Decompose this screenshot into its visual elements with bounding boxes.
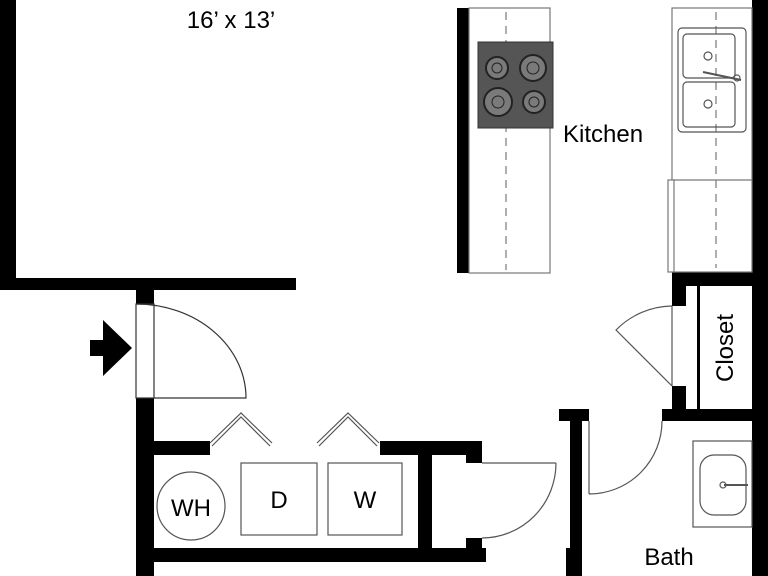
wall-closet-left xyxy=(672,272,686,306)
wall-right-exterior xyxy=(752,0,768,576)
laundry-bifold-doors xyxy=(209,412,380,447)
dryer-icon xyxy=(240,462,318,536)
wall-hall-jamb-right xyxy=(466,441,482,463)
kitchen-sink-icon xyxy=(677,27,747,133)
stove-icon xyxy=(477,41,554,129)
wall-bath-top xyxy=(662,409,768,421)
wall-closet-left-low xyxy=(672,386,686,421)
wall-kitchen-left xyxy=(457,8,469,273)
water-heater-label: WH xyxy=(171,495,211,522)
entry-arrow-icon xyxy=(90,320,132,376)
wall-hall-left xyxy=(136,398,154,576)
entry-door xyxy=(135,303,247,399)
wall-laundry-divider xyxy=(418,455,432,548)
wall-laundry-top-left xyxy=(150,441,210,455)
wall-closet-top xyxy=(672,272,768,286)
kitchen-counter-right xyxy=(667,7,753,273)
washer-icon xyxy=(327,462,403,536)
wall-bath-left xyxy=(570,409,582,576)
bath-door xyxy=(588,420,663,495)
wall-laundry-top-right xyxy=(380,441,482,455)
wall-laundry-bottom xyxy=(150,548,486,562)
laundry-right-door xyxy=(481,462,557,539)
closet-door xyxy=(615,305,673,387)
living-room-dimensions: 16’ x 13’ xyxy=(187,7,276,34)
wall-living-left xyxy=(0,0,16,280)
washer-label: W xyxy=(354,487,377,514)
water-heater-icon xyxy=(156,471,226,541)
wall-hall-jamb-right-low xyxy=(466,538,482,562)
wall-bath-bottom-stub xyxy=(566,548,572,576)
kitchen-label: Kitchen xyxy=(563,121,643,148)
dryer-label: D xyxy=(270,487,287,514)
wall-closet-divider xyxy=(697,286,700,409)
bath-vanity-icon xyxy=(692,440,753,528)
bath-label: Bath xyxy=(644,544,693,571)
wall-entry-jamb xyxy=(136,278,154,304)
closet-label: Closet xyxy=(712,314,739,382)
